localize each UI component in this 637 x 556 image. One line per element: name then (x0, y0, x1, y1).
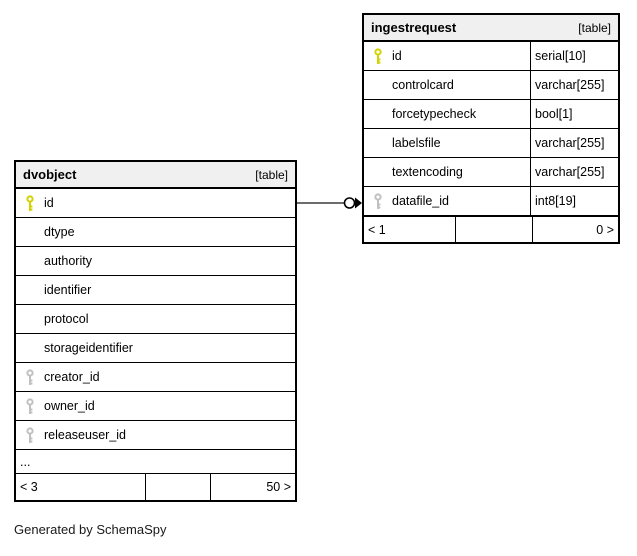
column-name: authority (44, 254, 92, 268)
table-dvobject: dvobject [table] id (14, 160, 297, 502)
relationship-circle-marker (343, 197, 356, 209)
table-footer: < 3 50 > (16, 474, 295, 500)
table-footer: < 1 0 > (364, 216, 618, 242)
column-name-cell: datafile_id (364, 187, 530, 215)
table-header: dvobject [table] (16, 162, 295, 189)
column-name-cell: id (16, 189, 295, 217)
column-name-cell: id (364, 42, 530, 70)
column-row-id: id (16, 189, 295, 218)
column-name: owner_id (44, 399, 95, 413)
column-type: varchar[255] (530, 129, 618, 157)
column-row-labelsfile: labelsfile varchar[255] (364, 129, 618, 158)
column-type: varchar[255] (530, 158, 618, 186)
column-name-cell: identifier (16, 276, 295, 304)
column-name-cell: authority (16, 247, 295, 275)
column-row-creator-id: creator_id (16, 363, 295, 392)
column-name-cell: controlcard (364, 71, 530, 99)
foreign-key-icon (16, 426, 44, 444)
column-row-textencoding: textencoding varchar[255] (364, 158, 618, 187)
column-row-datafile-id: datafile_id int8[19] (364, 187, 618, 216)
column-row-authority: authority (16, 247, 295, 276)
parent-count: < 3 (20, 480, 38, 494)
column-row-owner-id: owner_id (16, 392, 295, 421)
footer-spacer (145, 474, 210, 500)
column-row-dtype: dtype (16, 218, 295, 247)
parent-count: < 1 (368, 222, 386, 237)
column-name: labelsfile (392, 136, 441, 150)
column-row-id: id serial[10] (364, 42, 618, 71)
column-name-cell: dtype (16, 218, 295, 246)
column-type: int8[19] (530, 187, 618, 215)
column-name: controlcard (392, 78, 454, 92)
column-type: serial[10] (530, 42, 618, 70)
column-name: datafile_id (392, 194, 449, 208)
column-name: forcetypecheck (392, 107, 477, 121)
table-type-tag: [table] (255, 167, 288, 182)
column-name: creator_id (44, 370, 100, 384)
column-name-cell: protocol (16, 305, 295, 333)
column-type: varchar[255] (530, 71, 618, 99)
column-name: identifier (44, 283, 92, 297)
column-row-forcetypecheck: forcetypecheck bool[1] (364, 100, 618, 129)
column-name: releaseuser_id (44, 428, 126, 442)
column-name: protocol (44, 312, 89, 326)
table-header: ingestrequest [table] (364, 15, 618, 42)
column-name-cell: storageidentifier (16, 334, 295, 362)
column-type: bool[1] (530, 100, 618, 128)
table-ingestrequest: ingestrequest [table] id seri (362, 13, 620, 244)
column-row-storageidentifier: storageidentifier (16, 334, 295, 363)
hidden-columns-ellipsis: ... (16, 450, 295, 474)
column-name-cell: labelsfile (364, 129, 530, 157)
column-name: textencoding (392, 165, 463, 179)
table-type-tag: [table] (578, 20, 611, 35)
column-name: id (392, 49, 402, 63)
column-row-releaseuser-id: releaseuser_id (16, 421, 295, 450)
foreign-key-icon (16, 397, 44, 415)
generator-caption: Generated by SchemaSpy (14, 522, 167, 537)
table-title-dvobject[interactable]: dvobject (23, 167, 77, 182)
column-name-cell: textencoding (364, 158, 530, 186)
column-name-cell: creator_id (16, 363, 295, 391)
foreign-key-icon (16, 368, 44, 386)
table-title-ingestrequest[interactable]: ingestrequest (371, 20, 457, 35)
foreign-key-icon (364, 192, 392, 210)
footer-spacer (455, 217, 532, 242)
column-name-cell: releaseuser_id (16, 421, 295, 449)
primary-key-icon (16, 194, 44, 212)
column-row-controlcard: controlcard varchar[255] (364, 71, 618, 100)
child-count: 50 > (210, 474, 295, 500)
column-name: id (44, 196, 54, 210)
column-name: storageidentifier (44, 341, 133, 355)
column-name: dtype (44, 225, 75, 239)
primary-key-icon (364, 47, 392, 65)
column-name-cell: forcetypecheck (364, 100, 530, 128)
relationship-arrowhead (355, 197, 362, 209)
column-row-protocol: protocol (16, 305, 295, 334)
column-name-cell: owner_id (16, 392, 295, 420)
column-row-identifier: identifier (16, 276, 295, 305)
child-count: 0 > (532, 217, 618, 242)
